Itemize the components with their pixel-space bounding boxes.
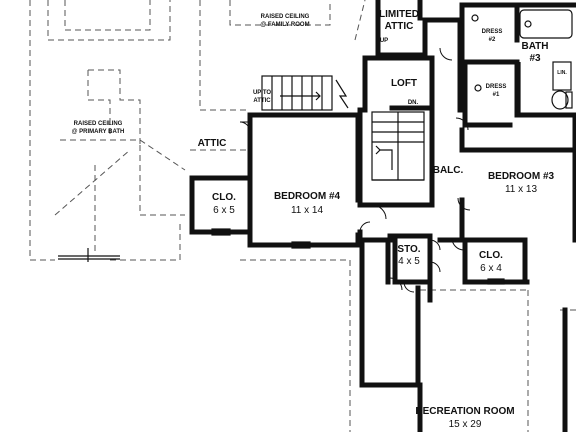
recreation-name: RECREATION ROOM (415, 406, 514, 417)
bedroom4-size: 11 x 14 (291, 205, 323, 216)
bath-fixtures (471, 9, 573, 115)
attic-label: ATTIC (198, 138, 227, 149)
bedroom3-name: BEDROOM #3 (488, 171, 555, 182)
limited-attic-label-1: LIMITED (379, 9, 419, 20)
clo-right-name: CLO. (479, 250, 503, 261)
recreation-size: 15 x 29 (449, 419, 482, 430)
raised-ceiling-primary-label-2: @ PRIMARY BATH (72, 129, 125, 135)
room-labels: RAISED CEILING @ FAMILY ROOM LIMITED ATT… (72, 9, 568, 430)
up-to-attic-label-2: ATTIC (253, 98, 271, 104)
dress1-label-2: #1 (493, 92, 500, 98)
attic-stair (261, 75, 349, 111)
walls (189, 0, 576, 432)
balc-label: BALC. (433, 165, 464, 176)
doors (211, 17, 505, 293)
sto-name: STO. (397, 244, 420, 255)
main-stair (371, 111, 425, 181)
bedroom4-name: BEDROOM #4 (274, 191, 341, 202)
dress2-label-2: #2 (489, 37, 496, 43)
up-to-attic-label-1: UP TO (253, 90, 271, 96)
dress2-label-1: DRESS (482, 29, 503, 35)
up-label-top: UP (380, 38, 388, 44)
loft-label: LOFT (391, 78, 417, 89)
clo-right-size: 6 x 4 (480, 263, 502, 274)
clo-left-size: 6 x 5 (213, 205, 235, 216)
dn-label: DN. (408, 100, 419, 106)
dashed-roof-lines (29, 0, 576, 432)
raised-ceiling-primary-label-1: RAISED CEILING (74, 121, 123, 127)
bath3-label-1: BATH (521, 41, 548, 52)
raised-ceiling-family-label-1: RAISED CEILING (261, 14, 310, 20)
clo-left-name: CLO. (212, 192, 236, 203)
raised-ceiling-family-label-2: @ FAMILY ROOM (260, 22, 309, 28)
sto-size: 4 x 5 (398, 256, 420, 267)
lin-label: LIN. (557, 70, 567, 76)
limited-attic-label-2: ATTIC (385, 21, 414, 32)
bedroom3-size: 11 x 13 (505, 184, 537, 195)
beam-lines (58, 248, 120, 262)
bath3-label-2: #3 (529, 53, 541, 64)
dress1-label-1: DRESS (486, 84, 507, 90)
